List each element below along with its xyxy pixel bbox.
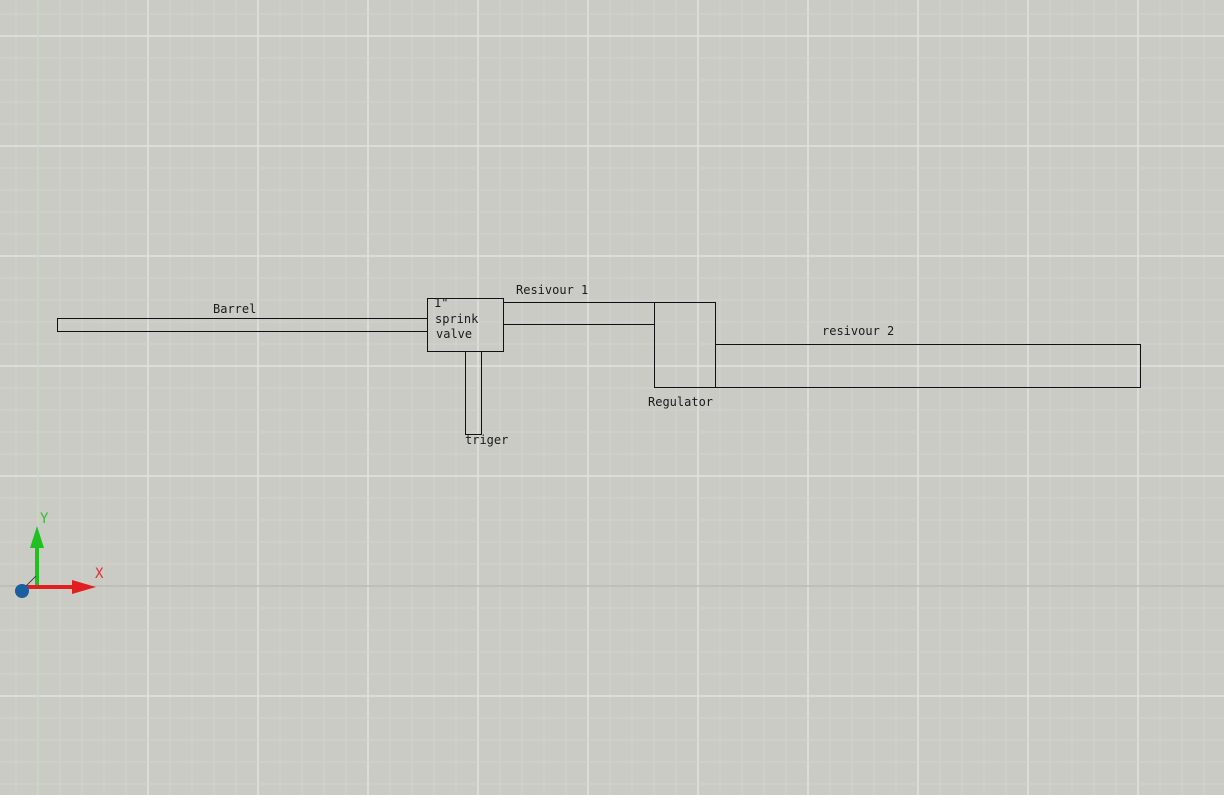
ucs-origin-icon [15,584,29,598]
trigger-label: triger [465,433,508,447]
reservoir2-shape[interactable] [715,344,1141,388]
ucs-y-label: Y [40,511,49,527]
valve-label-line1: 1" [434,296,448,310]
ucs-icon: X Y [15,511,104,598]
trigger-shape[interactable] [465,351,482,435]
regulator-shape[interactable] [654,302,716,388]
valve-label-line3: valve [436,327,472,341]
reservoir1-label: Resivour 1 [516,283,588,297]
regulator-label: Regulator [648,395,713,409]
drawing [57,298,1141,435]
barrel-shape[interactable] [57,318,428,332]
valve-label-line2: sprink [435,312,479,326]
reservoir2-label: resivour 2 [822,324,894,338]
barrel-label: Barrel [213,302,256,316]
ucs-x-label: X [95,566,104,582]
